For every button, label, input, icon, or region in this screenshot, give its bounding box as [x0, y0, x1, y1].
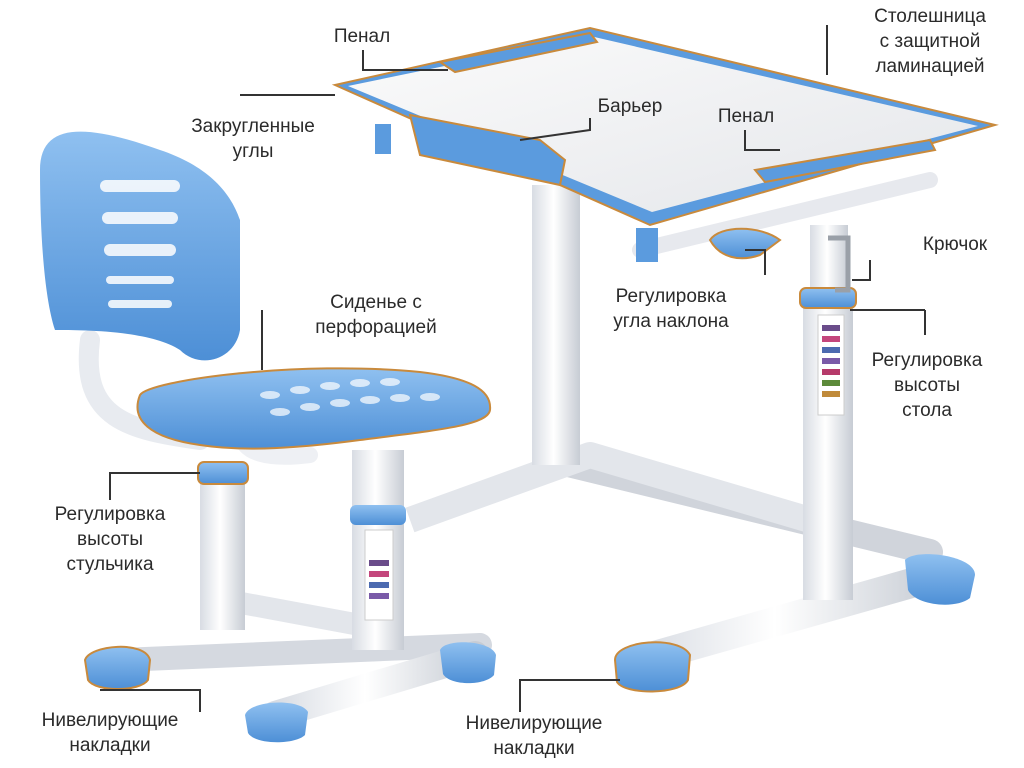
- label-tabletop-line-3: ламинацией: [875, 56, 985, 77]
- label-tabletop-line-1: Столешница: [874, 6, 986, 27]
- label-pads-left: Нивелирующие накладки: [20, 708, 200, 758]
- label-chair-height: Регулировка высоты стульчика: [30, 502, 190, 577]
- label-penal-top: Пенал: [333, 26, 391, 47]
- desk-floor-bar-front: [625, 560, 955, 675]
- label-desk-height-line-1: Регулировка: [871, 350, 983, 371]
- leader-desk-height: [850, 309, 926, 335]
- leader-lines: [100, 25, 926, 712]
- chair-height-ring-left: [197, 461, 249, 485]
- label-tilt-adjust: Регулировка угла наклона: [588, 284, 754, 334]
- label-desk-height-line-3: стола: [902, 400, 952, 421]
- chair-leg-left: [200, 470, 245, 630]
- leader-chair-height: [109, 472, 200, 500]
- tilt-bracket-left: [636, 228, 658, 262]
- chair-floor-bar-back: [108, 633, 492, 672]
- label-pads-right-line-1: Нивелирующие: [465, 713, 603, 734]
- label-chair-height-line-3: стульчика: [66, 554, 154, 575]
- pencil-groove-right: [753, 138, 937, 184]
- label-pads-right: Нивелирующие накладки: [444, 711, 624, 761]
- label-penal-right: Пенал: [717, 106, 775, 127]
- chair-backrest-slots: [100, 180, 180, 308]
- label-pads-right-line-2: накладки: [493, 738, 575, 759]
- chair: [40, 131, 496, 743]
- chair-height-ring: [350, 505, 406, 525]
- chair-cross-bar: [222, 589, 363, 636]
- label-tilt-adjust-line-2: угла наклона: [613, 311, 729, 332]
- label-chair-height-line-1: Регулировка: [54, 504, 166, 525]
- label-chair-height-line-2: высоты: [77, 529, 143, 550]
- desk-height-ring: [799, 287, 857, 309]
- desk: [331, 26, 999, 693]
- desk-height-scale-ticks: [822, 325, 840, 397]
- label-tilt-adjust-line-1: Регулировка: [615, 286, 727, 307]
- label-seat: Сиденье с перфорацией: [296, 290, 456, 340]
- tabletop-surface: [348, 36, 978, 212]
- chair-leveling-pad-left: [83, 645, 152, 690]
- label-rounded-corners-line-2: углы: [232, 141, 274, 162]
- hook: [828, 235, 851, 293]
- leader-tilt: [745, 249, 766, 275]
- label-pads-left-line-1: Нивелирующие: [41, 710, 179, 731]
- pencil-groove-top: [437, 31, 599, 74]
- chair-leveling-pad-front: [245, 702, 308, 743]
- leader-pads-right: [519, 679, 620, 712]
- label-pads-left-line-2: накладки: [69, 735, 151, 756]
- tilt-mechanism-bar: [632, 172, 938, 258]
- leader-pads-left: [100, 689, 201, 712]
- label-rounded-corners-line-1: Закругленные: [191, 116, 315, 137]
- desk-leg-left: [532, 185, 580, 465]
- leader-barrier: [519, 118, 591, 141]
- label-tabletop: Столешница с защитной ламинацией: [840, 4, 1020, 79]
- leader-penal-top: [362, 50, 448, 71]
- label-tabletop-line-2: с защитной: [879, 31, 981, 52]
- desk-cross-bar: [405, 442, 814, 533]
- label-seat-line-2: перфорацией: [315, 317, 437, 338]
- label-seat-line-1: Сиденье с: [330, 292, 422, 313]
- label-desk-height: Регулировка высоты стола: [852, 348, 1002, 423]
- leader-hook: [852, 260, 871, 281]
- label-desk-height-line-2: высоты: [894, 375, 960, 396]
- desk-leveling-pad-front: [613, 641, 692, 693]
- chair-floor-bar-front: [261, 641, 489, 729]
- chair-leveling-pad-right: [440, 642, 496, 684]
- chair-height-scale-ticks: [369, 560, 389, 599]
- leader-penal-right: [744, 130, 780, 151]
- label-barrier: Барьер: [597, 96, 663, 117]
- barrier: [408, 113, 567, 187]
- label-hook: Крючок: [922, 234, 988, 255]
- label-rounded-corners: Закругленные углы: [168, 114, 338, 164]
- tilt-knob: [708, 227, 782, 260]
- tilt-bracket-back: [375, 124, 391, 154]
- desk-height-scale: [817, 314, 845, 416]
- chair-seat-perforation: [260, 378, 440, 416]
- desk-leveling-pad-back: [905, 554, 975, 605]
